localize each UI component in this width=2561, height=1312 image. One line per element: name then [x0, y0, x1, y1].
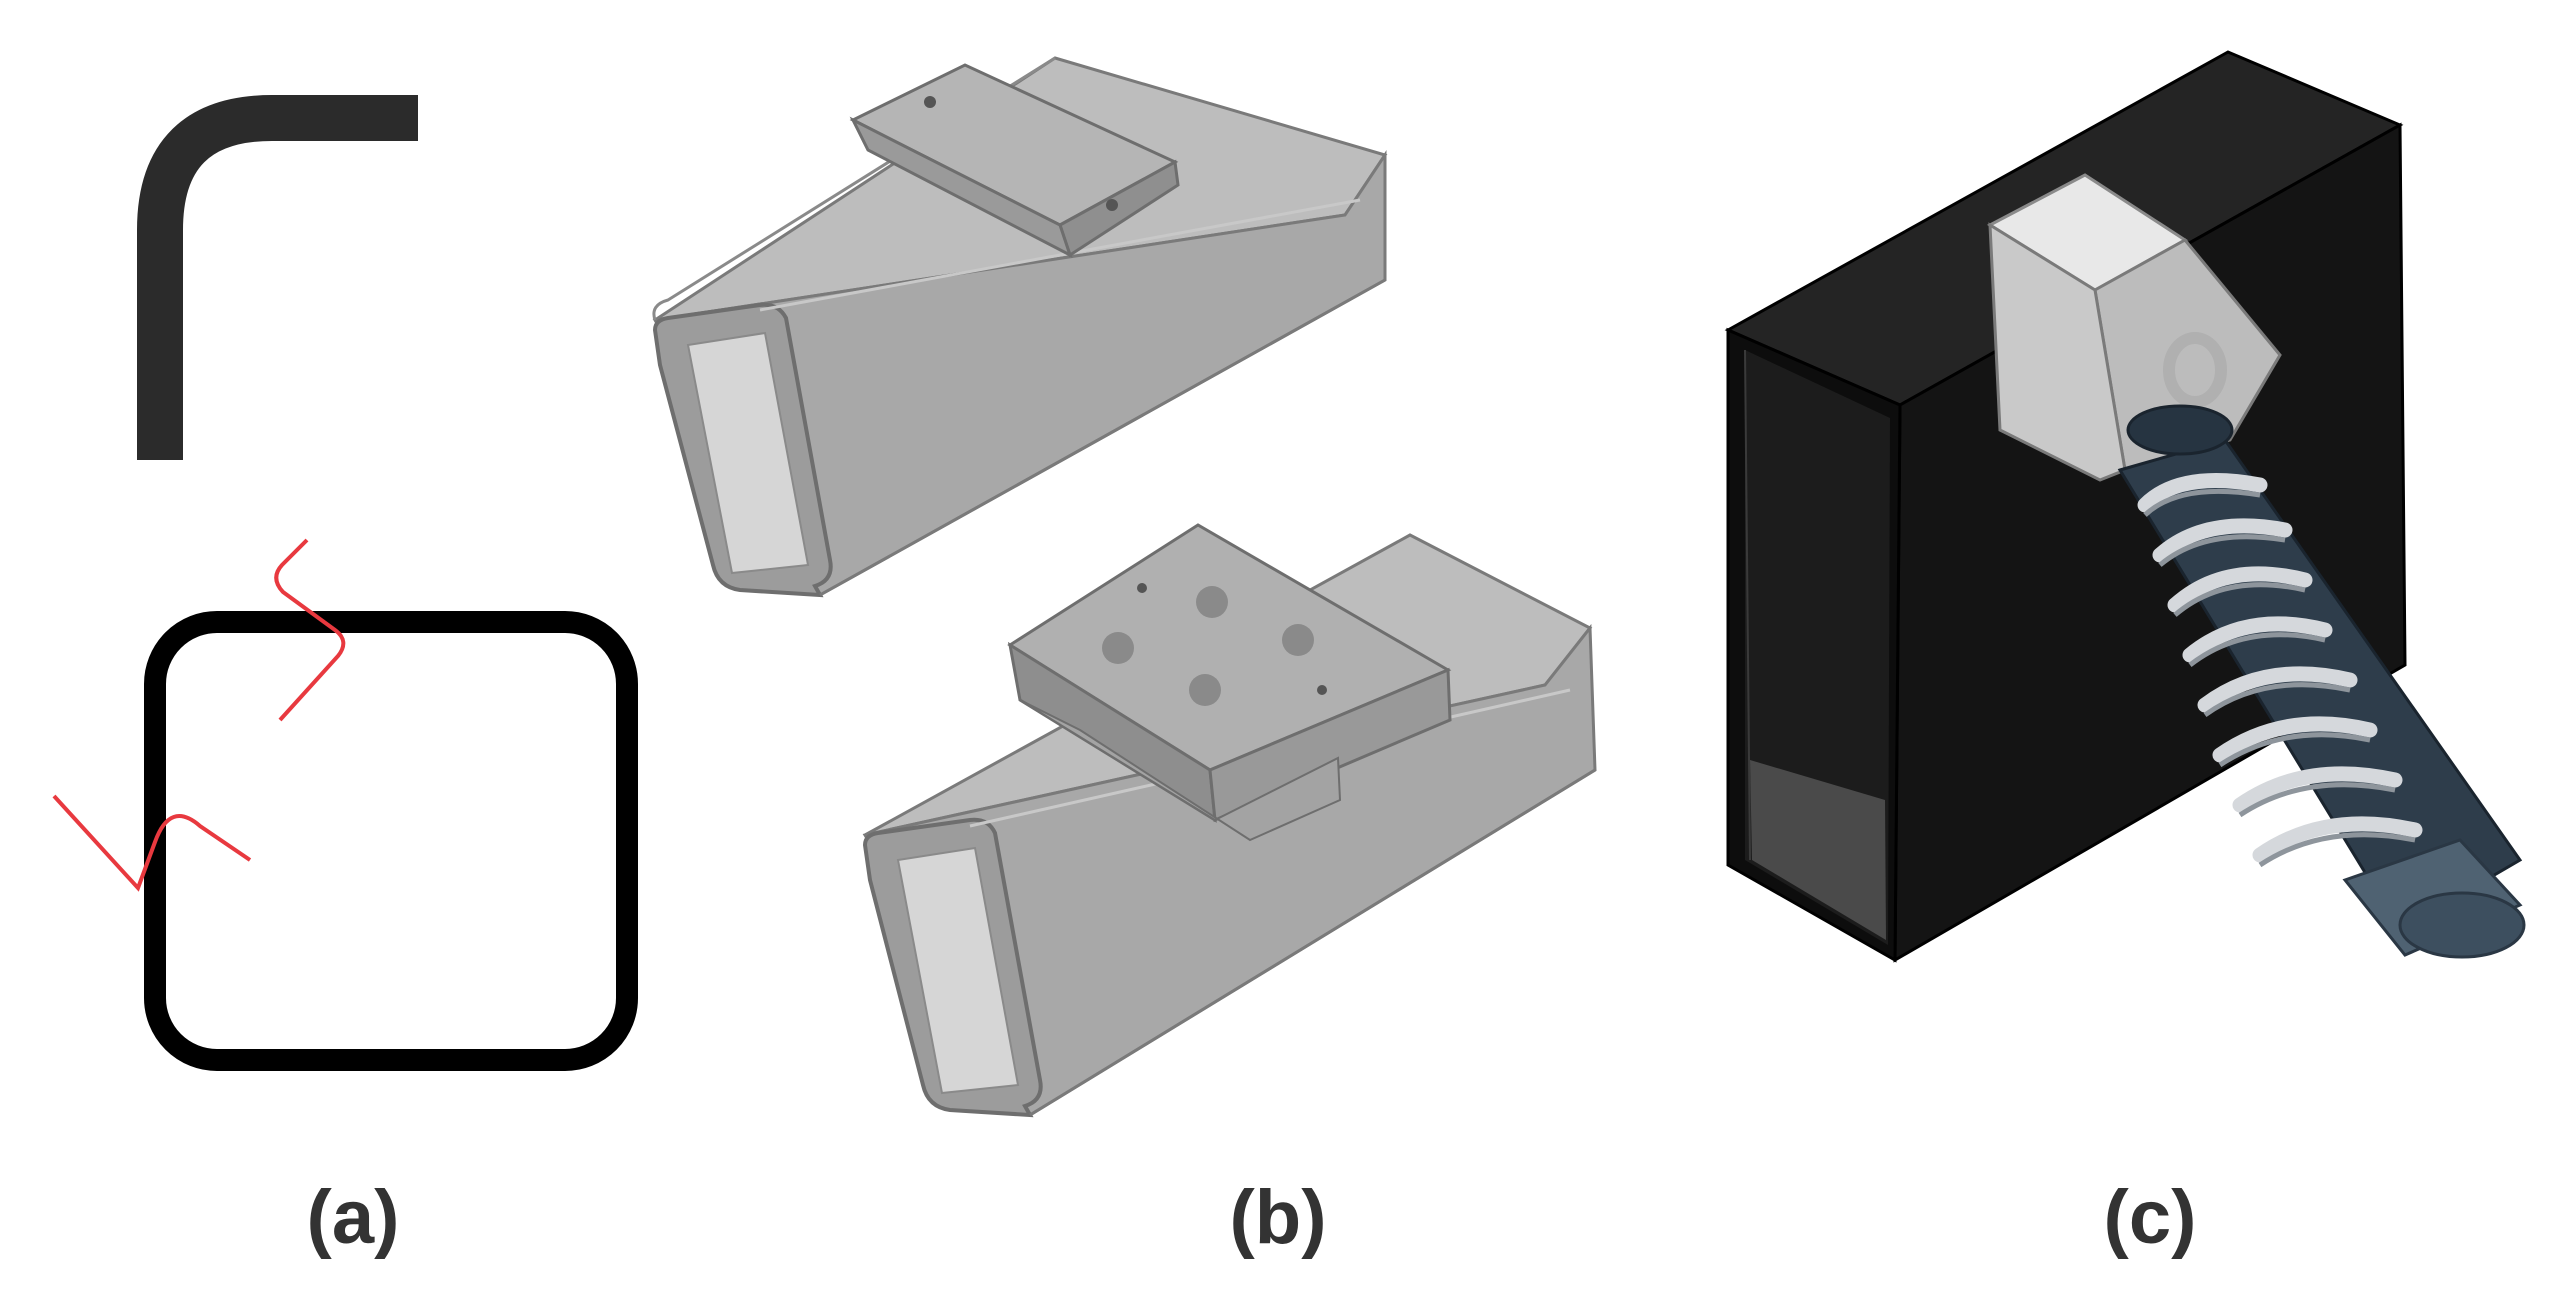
caption-a: (a): [306, 1175, 400, 1260]
panel-c: [1724, 50, 2526, 963]
weld-mark-icon: [52, 794, 252, 892]
rounded-rect-section-icon: [144, 611, 638, 1071]
mounting-plate-icon: [849, 63, 1180, 259]
spring-damper-icon: [2117, 404, 2526, 959]
caption-b: (b): [1229, 1175, 1327, 1260]
box-tube-icon: [1724, 50, 2407, 963]
caption-c: (c): [2103, 1175, 2197, 1260]
mounting-plate-icon: [1007, 523, 1452, 842]
panel-a: [52, 95, 638, 1071]
panel-b: [652, 56, 1597, 1118]
bent-profile-icon: [137, 95, 418, 460]
weld-mark-icon: [274, 538, 346, 722]
